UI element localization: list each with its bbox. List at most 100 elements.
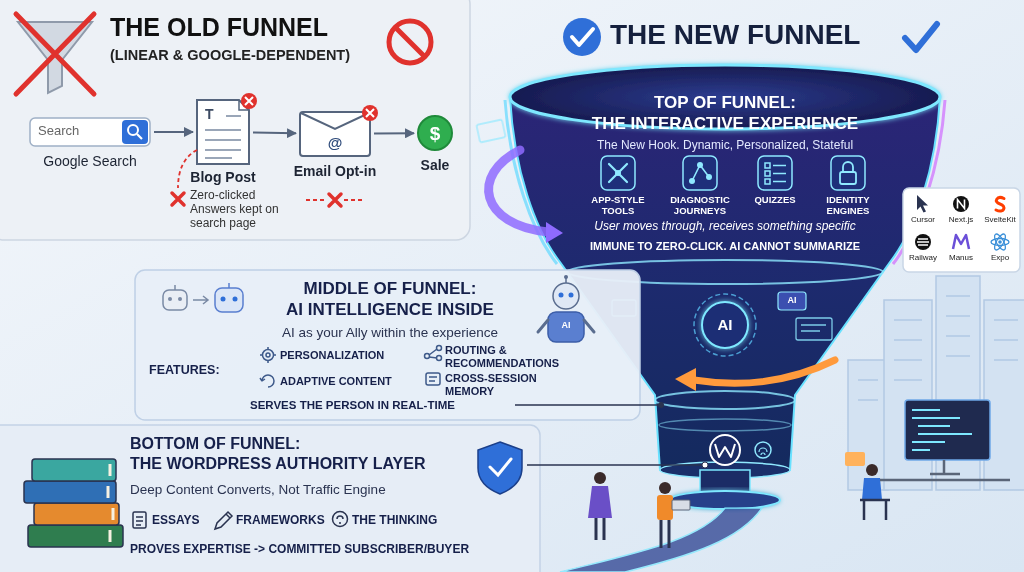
small-robots xyxy=(193,296,208,304)
tool-logos xyxy=(917,239,929,245)
small-robots xyxy=(163,290,187,310)
tool-logos xyxy=(996,198,1004,212)
funnel-body xyxy=(505,65,945,509)
leader-line xyxy=(515,402,664,408)
monitor xyxy=(845,452,865,466)
flow-swoosh xyxy=(675,368,696,391)
rejection-marks xyxy=(172,193,184,205)
search-box xyxy=(30,118,150,146)
node-text: ROUTING & RECOMMENDATIONS xyxy=(445,344,595,370)
people xyxy=(594,472,606,484)
node-text: (LINEAR & GOOGLE-DEPENDENT) xyxy=(110,46,385,64)
wordpress-badge xyxy=(755,442,771,458)
tool-tile: QUIZZES xyxy=(739,156,811,216)
leader-line xyxy=(515,404,658,406)
bottom-icons xyxy=(333,512,348,527)
tools-logo-panel-ground xyxy=(903,188,1020,272)
people xyxy=(588,486,612,518)
small-robots xyxy=(228,283,230,288)
feature-icons xyxy=(263,350,274,361)
node-text: BOTTOM OF FUNNEL: xyxy=(130,434,475,454)
tool-tile-icons xyxy=(609,164,627,182)
node-text: APP-STYLE TOOLS xyxy=(582,194,654,216)
check-badge xyxy=(563,18,937,56)
tool-logos xyxy=(953,235,969,249)
node-text: CROSS-SESSION MEMORY xyxy=(445,372,570,398)
document-icon xyxy=(197,100,249,164)
bottom-panel-ground xyxy=(0,425,540,572)
node-text: @ xyxy=(325,134,345,151)
tool-tile-icons xyxy=(765,163,786,184)
node-text: Manus xyxy=(942,253,980,263)
people xyxy=(866,464,878,476)
small-robots xyxy=(221,297,226,302)
ai-core-ring xyxy=(694,292,806,356)
node-text: MIDDLE OF FUNNEL: xyxy=(245,278,535,299)
tool-logos xyxy=(991,239,1009,246)
wordpress-badge xyxy=(710,435,771,465)
node-text: IMMUNE TO ZERO-CLICK. AI CANNOT SUMMARIZ… xyxy=(560,239,890,253)
funnel-screens xyxy=(796,318,832,340)
search-box xyxy=(122,120,148,144)
book-stack xyxy=(24,481,116,503)
small-robots xyxy=(233,297,238,302)
prohibited-sign xyxy=(389,21,431,63)
envelope-icon xyxy=(300,112,370,156)
middle-funnel-panel: MIDDLE OF FUNNEL:AI INTELLIGENCE INSIDEA… xyxy=(135,270,640,420)
node-text: THE OLD FUNNEL xyxy=(110,12,370,43)
book-stack xyxy=(24,459,123,547)
ai-robot xyxy=(569,293,574,298)
bottom-panel-ground xyxy=(0,425,540,572)
rejection-marks xyxy=(329,194,341,206)
people xyxy=(862,478,882,500)
people xyxy=(661,520,669,548)
tool-logos xyxy=(998,240,1002,244)
ai-robot xyxy=(564,275,568,279)
check-badge xyxy=(905,24,937,50)
node-text: Search xyxy=(38,123,118,139)
monitor xyxy=(905,400,990,460)
small-robots xyxy=(168,297,172,301)
tool-logos xyxy=(915,234,931,250)
tool-tile-icons xyxy=(601,156,865,190)
search-box xyxy=(137,134,142,139)
old-funnel-panel-ground xyxy=(0,0,470,240)
wordpress-badge xyxy=(710,435,740,465)
people xyxy=(659,482,671,494)
flow-arrow xyxy=(154,131,193,133)
tool-logos xyxy=(992,232,1007,251)
city-buildings xyxy=(984,300,1024,490)
node-text: Railway xyxy=(904,253,942,263)
small-robots xyxy=(174,285,176,290)
feature-icons xyxy=(266,353,270,357)
node-text: Google Search xyxy=(20,152,160,170)
people xyxy=(657,495,673,520)
tool-tile-icons xyxy=(697,162,703,168)
node-text: Deep Content Converts, Not Traffic Engin… xyxy=(130,481,470,498)
node-text: Next.js xyxy=(942,215,980,225)
crossed-funnel-icon xyxy=(16,14,94,94)
check-badge xyxy=(563,18,601,56)
node-text: QUIZZES xyxy=(739,194,811,205)
city-buildings xyxy=(884,300,932,490)
node-text: $ xyxy=(418,122,452,145)
feature-icons xyxy=(437,356,442,361)
rejection-marks xyxy=(245,97,253,105)
label-text: AI xyxy=(778,295,806,306)
sale-coin xyxy=(418,116,452,150)
tool-tile-icons xyxy=(831,156,865,190)
funnel-screens xyxy=(476,119,505,142)
tool-logos xyxy=(917,195,928,213)
tool-tile-icons xyxy=(689,178,695,184)
book-stack xyxy=(32,459,116,481)
prohibited-sign xyxy=(389,21,431,63)
tool-tile-icons xyxy=(706,174,712,180)
feature-icons xyxy=(260,346,442,388)
label-text: Zero-clicked Answers kept on search page xyxy=(190,188,286,230)
funnel-body xyxy=(655,391,795,409)
bottom-icons xyxy=(215,512,232,529)
feature-icons xyxy=(426,373,440,385)
ai-core-ring xyxy=(702,302,748,348)
node-text: THE WORDPRESS AUTHORITY LAYER xyxy=(130,454,475,474)
